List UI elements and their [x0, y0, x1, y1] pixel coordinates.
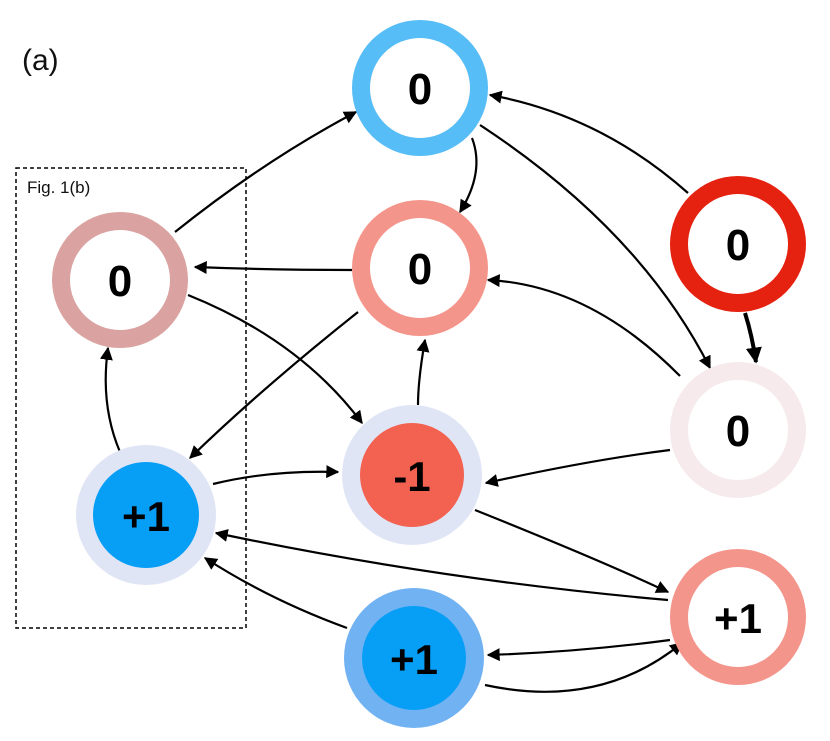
node-core [70, 230, 170, 330]
node-value: +1 [390, 636, 438, 683]
edge-n1-n3 [459, 137, 478, 214]
node-core [688, 194, 788, 294]
edges [99, 90, 762, 693]
group-box-label: Fig. 1(b) [27, 178, 91, 197]
edge-n7-n8 [474, 508, 670, 593]
edge-n3-n2 [193, 260, 353, 274]
node-core [688, 567, 788, 667]
edge-n6-n2 [99, 346, 122, 453]
edge-n7-n3 [416, 338, 430, 406]
edge-n9-n6 [203, 557, 348, 630]
node-value: 0 [108, 257, 132, 306]
edge-n8-n9 [486, 638, 671, 662]
node-n4: 0 [670, 176, 806, 312]
node-value: +1 [714, 595, 762, 642]
node-value: 0 [726, 221, 750, 270]
node-core [370, 38, 470, 138]
edge-n4-n1 [488, 90, 689, 194]
node-value: 0 [726, 407, 750, 456]
edge-n2-n7 [187, 293, 363, 425]
node-n2: 0 [52, 212, 188, 348]
group-box [15, 167, 247, 629]
node-core [360, 423, 464, 527]
node-value: +1 [122, 493, 170, 540]
node-n9: +1 [344, 588, 484, 728]
edge-n3-n6 [189, 311, 359, 459]
node-n3: 0 [352, 200, 488, 336]
node-value: 0 [408, 65, 432, 114]
edge-n2-n1 [174, 111, 358, 233]
node-core [93, 462, 199, 568]
node-n1: 0 [352, 20, 488, 156]
panel-label: (a) [22, 44, 59, 77]
node-core [688, 380, 788, 480]
node-n7: -1 [342, 405, 482, 545]
edge-n1-n5 [479, 124, 711, 370]
node-n5: 0 [670, 362, 806, 498]
node-value: 0 [408, 245, 432, 294]
edge-n6-n7 [212, 465, 340, 486]
node-core [370, 218, 470, 318]
node-core [362, 606, 466, 710]
node-n8: +1 [670, 549, 806, 685]
node-n6: +1 [76, 445, 216, 585]
edge-n5-n7 [484, 448, 671, 487]
edge-n9-n8 [484, 642, 684, 693]
edge-n8-n6 [214, 529, 669, 602]
node-value: -1 [393, 453, 430, 500]
edge-n5-n3 [486, 274, 681, 377]
edge-n4-n5 [743, 312, 762, 364]
